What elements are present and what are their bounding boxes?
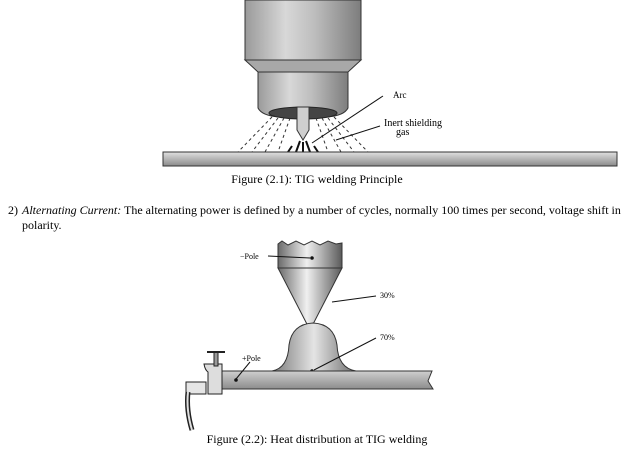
gas-label-line2: gas bbox=[396, 127, 409, 138]
figure-2-1-caption: Figure (2.1): TIG welding Principle bbox=[231, 172, 403, 186]
gas-leader bbox=[335, 125, 381, 141]
workpiece-plate-2 bbox=[207, 370, 434, 390]
alternating-current-paragraph: 2) Alternating Current: The alternating p… bbox=[8, 203, 626, 233]
neg-pole-point bbox=[310, 256, 314, 260]
neg-pole-leader bbox=[267, 255, 311, 259]
list-number: 2) bbox=[8, 203, 18, 217]
neg-pole-label: −Pole bbox=[240, 252, 259, 261]
torch-body bbox=[244, 0, 362, 61]
tungsten-electrode bbox=[296, 106, 310, 141]
pct70-label: 70% bbox=[380, 333, 395, 342]
arc-sparks bbox=[287, 140, 319, 153]
electrode-rod bbox=[277, 240, 343, 269]
paragraph-text-line1: The alternating power is defined by a nu… bbox=[121, 203, 621, 217]
pos-pole-point bbox=[234, 378, 238, 382]
ground-cable-inner bbox=[186, 391, 193, 431]
pos-pole-label: +Pole bbox=[242, 354, 261, 363]
paragraph-text-line2: polarity. bbox=[22, 218, 62, 232]
pos-pole-leader bbox=[235, 361, 251, 380]
arc-label: Arc bbox=[393, 90, 407, 100]
figure-2-2-caption: Figure (2.2): Heat distribution at TIG w… bbox=[206, 432, 428, 446]
ground-clamp bbox=[203, 363, 223, 395]
torch-neck bbox=[243, 59, 363, 73]
electrode-tip bbox=[277, 267, 343, 332]
pct30-label: 30% bbox=[380, 291, 395, 300]
clamp-screw bbox=[213, 351, 219, 367]
arc-leader bbox=[311, 95, 384, 144]
term-alternating-current: Alternating Current: bbox=[22, 203, 122, 217]
weld-pool bbox=[271, 322, 357, 372]
clamp-jaw bbox=[185, 381, 207, 395]
pct70-leader bbox=[313, 337, 377, 371]
pct30-leader bbox=[331, 295, 377, 303]
gas-label-line1: Inert shielding bbox=[384, 118, 442, 129]
workpiece-plate bbox=[162, 151, 618, 167]
tig-welding-principle-figure: Arc Inert shielding gas bbox=[162, 0, 618, 167]
shielding-gas-lines bbox=[237, 116, 369, 153]
heat-distribution-figure: −Pole +Pole 30% 70% bbox=[185, 240, 434, 431]
